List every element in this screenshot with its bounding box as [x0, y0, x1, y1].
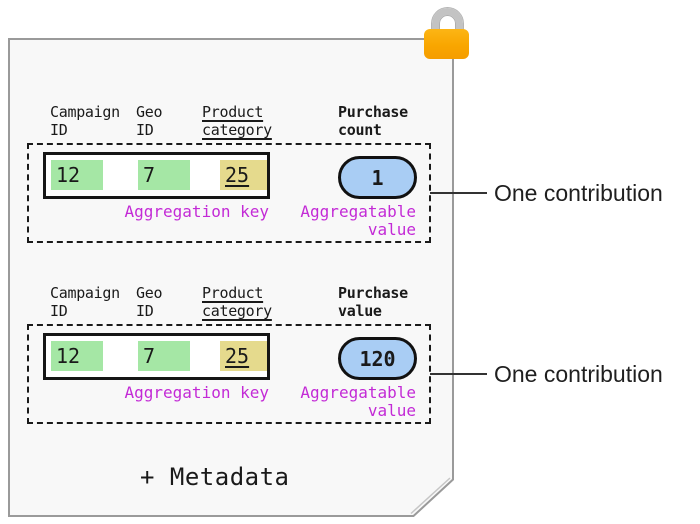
callout-text: One contribution: [494, 361, 663, 387]
contribution-record-2: Campaign ID Geo ID Product category Purc…: [0, 284, 700, 449]
contribution-record-1: Campaign ID Geo ID Product category Purc…: [0, 103, 700, 268]
key-cell-geo-id: 7: [138, 341, 190, 371]
column-header-purchase-value: Purchase value: [338, 284, 408, 320]
aggregatable-value-label: Aggregatable value: [300, 202, 416, 239]
aggregation-key-box: 12 7 25: [43, 333, 270, 380]
key-cell-product-category: 25: [220, 341, 267, 371]
key-cell-campaign-id: 12: [51, 341, 103, 371]
aggregation-key-label: Aggregation key: [124, 202, 270, 221]
metadata-footer: + Metadata: [140, 463, 290, 491]
key-cell-campaign-id: 12: [51, 160, 103, 190]
callout-line: [430, 373, 487, 375]
column-header-product-category: Product category: [202, 103, 272, 139]
key-cell-geo-id: 7: [138, 160, 190, 190]
lock-shackle: [432, 8, 463, 37]
column-header-campaign-id: Campaign ID: [50, 284, 120, 320]
aggregation-key-box: 12 7 25: [43, 152, 270, 199]
lock-body: [424, 29, 469, 59]
key-cell-product-category: 25: [220, 160, 267, 190]
lock-icon: [424, 6, 470, 60]
aggregation-key-label: Aggregation key: [124, 383, 270, 402]
column-header-geo-id: Geo ID: [136, 103, 163, 139]
aggregatable-value-label: Aggregatable value: [300, 383, 416, 420]
column-header-geo-id: Geo ID: [136, 284, 163, 320]
column-header-purchase-count: Purchase count: [338, 103, 408, 139]
column-header-product-category: Product category: [202, 284, 272, 320]
aggregatable-value-pill: 1: [338, 156, 417, 199]
column-header-campaign-id: Campaign ID: [50, 103, 120, 139]
aggregatable-value-pill: 120: [338, 337, 417, 380]
callout-line: [430, 192, 487, 194]
callout-text: One contribution: [494, 180, 663, 206]
